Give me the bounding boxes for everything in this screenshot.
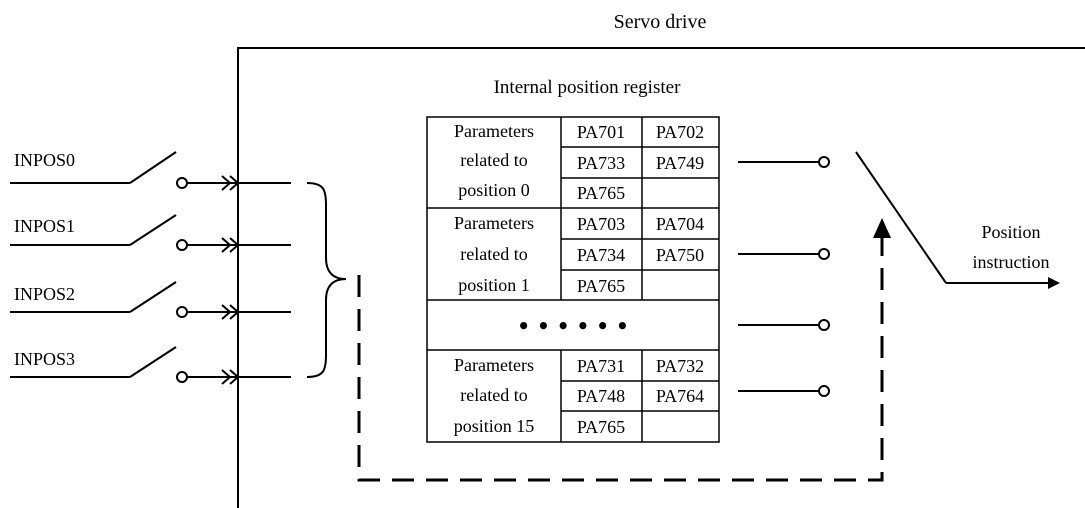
servo-drive-title: Servo drive bbox=[614, 11, 707, 33]
output-label-line: Position bbox=[981, 222, 1040, 242]
param-cell: PA733 bbox=[577, 153, 625, 173]
block-desc-line: Parameters bbox=[454, 355, 534, 375]
output-contact-3 bbox=[738, 385, 830, 397]
input-switch-3: INPOS3 bbox=[10, 346, 291, 385]
block-desc-line: related to bbox=[460, 150, 527, 170]
param-cell: PA764 bbox=[656, 386, 704, 406]
register-title: Internal position register bbox=[494, 77, 681, 98]
param-cell: PA703 bbox=[577, 214, 625, 234]
input-group-brace bbox=[306, 182, 347, 378]
output-label-line: instruction bbox=[973, 252, 1050, 272]
input-label: INPOS2 bbox=[14, 284, 75, 304]
param-cell: PA731 bbox=[577, 356, 625, 376]
param-cell: PA765 bbox=[577, 276, 625, 296]
block-desc-line: Parameters bbox=[454, 213, 534, 233]
selector-switch-arm bbox=[855, 151, 947, 284]
feedback-dashed-path bbox=[357, 236, 884, 482]
input-label: INPOS1 bbox=[14, 216, 75, 236]
input-switch-2: INPOS2 bbox=[10, 281, 291, 320]
block-desc-line: related to bbox=[460, 385, 527, 405]
param-cell: PA765 bbox=[577, 183, 625, 203]
output-contact-2 bbox=[738, 319, 830, 331]
param-cell: PA704 bbox=[656, 214, 704, 234]
register-block-15: Parameters related to position 15 PA731 … bbox=[454, 350, 719, 442]
feedback-arrow-head bbox=[873, 218, 891, 238]
servo-drive-boundary bbox=[237, 47, 1085, 508]
register-ellipsis: • • • • • • bbox=[517, 314, 629, 338]
param-cell: PA732 bbox=[656, 356, 704, 376]
param-cell: PA702 bbox=[656, 122, 704, 142]
block-desc-line: related to bbox=[460, 244, 527, 264]
output-contact-1 bbox=[738, 248, 830, 260]
input-switch-0: INPOS0 bbox=[10, 150, 291, 191]
register-block-0: Parameters related to position 0 PA701 P… bbox=[454, 117, 719, 208]
param-cell: PA749 bbox=[656, 153, 704, 173]
param-cell: PA748 bbox=[577, 386, 625, 406]
param-cell: PA750 bbox=[656, 245, 704, 265]
output-contact-0 bbox=[738, 156, 830, 168]
block-desc-line: position 0 bbox=[458, 180, 530, 200]
param-cell: PA701 bbox=[577, 122, 625, 142]
block-desc-line: position 15 bbox=[454, 416, 535, 436]
block-desc-line: position 1 bbox=[458, 275, 530, 295]
register-block-1: Parameters related to position 1 PA703 P… bbox=[454, 208, 719, 300]
register-table: Parameters related to position 0 PA701 P… bbox=[426, 116, 720, 443]
input-label: INPOS0 bbox=[14, 150, 75, 170]
input-label: INPOS3 bbox=[14, 349, 75, 369]
param-cell: PA765 bbox=[577, 417, 625, 437]
block-desc-line: Parameters bbox=[454, 121, 534, 141]
input-switch-1: INPOS1 bbox=[10, 214, 291, 253]
param-cell: PA734 bbox=[577, 245, 625, 265]
